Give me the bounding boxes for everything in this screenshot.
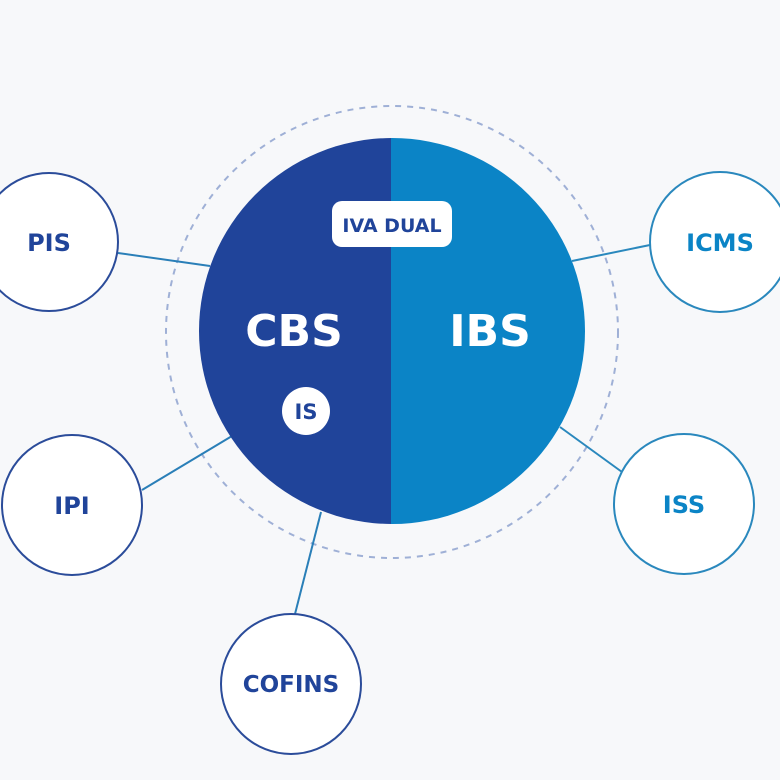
ipi-label: IPI (54, 492, 89, 520)
connector-ipi (141, 435, 233, 491)
ipi-circle (1, 434, 143, 576)
central-circle (199, 138, 585, 524)
iss-circle (613, 433, 755, 575)
is-label: IS (295, 400, 318, 424)
connector-icms (571, 244, 651, 262)
iva-dual-label: IVA DUAL (342, 215, 441, 237)
iva-dual-badge (332, 201, 452, 247)
dashed-outer-ring (165, 105, 619, 559)
cofins-circle (220, 613, 362, 755)
iss-label: ISS (663, 491, 705, 519)
icms-label: ICMS (686, 229, 754, 257)
is-badge (282, 387, 330, 435)
pis-circle (0, 172, 119, 312)
cbs-label: CBS (245, 306, 343, 357)
connector-iss (559, 426, 623, 473)
ibs-label: IBS (449, 306, 531, 357)
connector-cofins (294, 511, 322, 615)
cofins-label: COFINS (243, 672, 340, 698)
connector-pis (117, 252, 211, 267)
pis-label: PIS (27, 229, 71, 257)
icms-circle (649, 171, 780, 313)
